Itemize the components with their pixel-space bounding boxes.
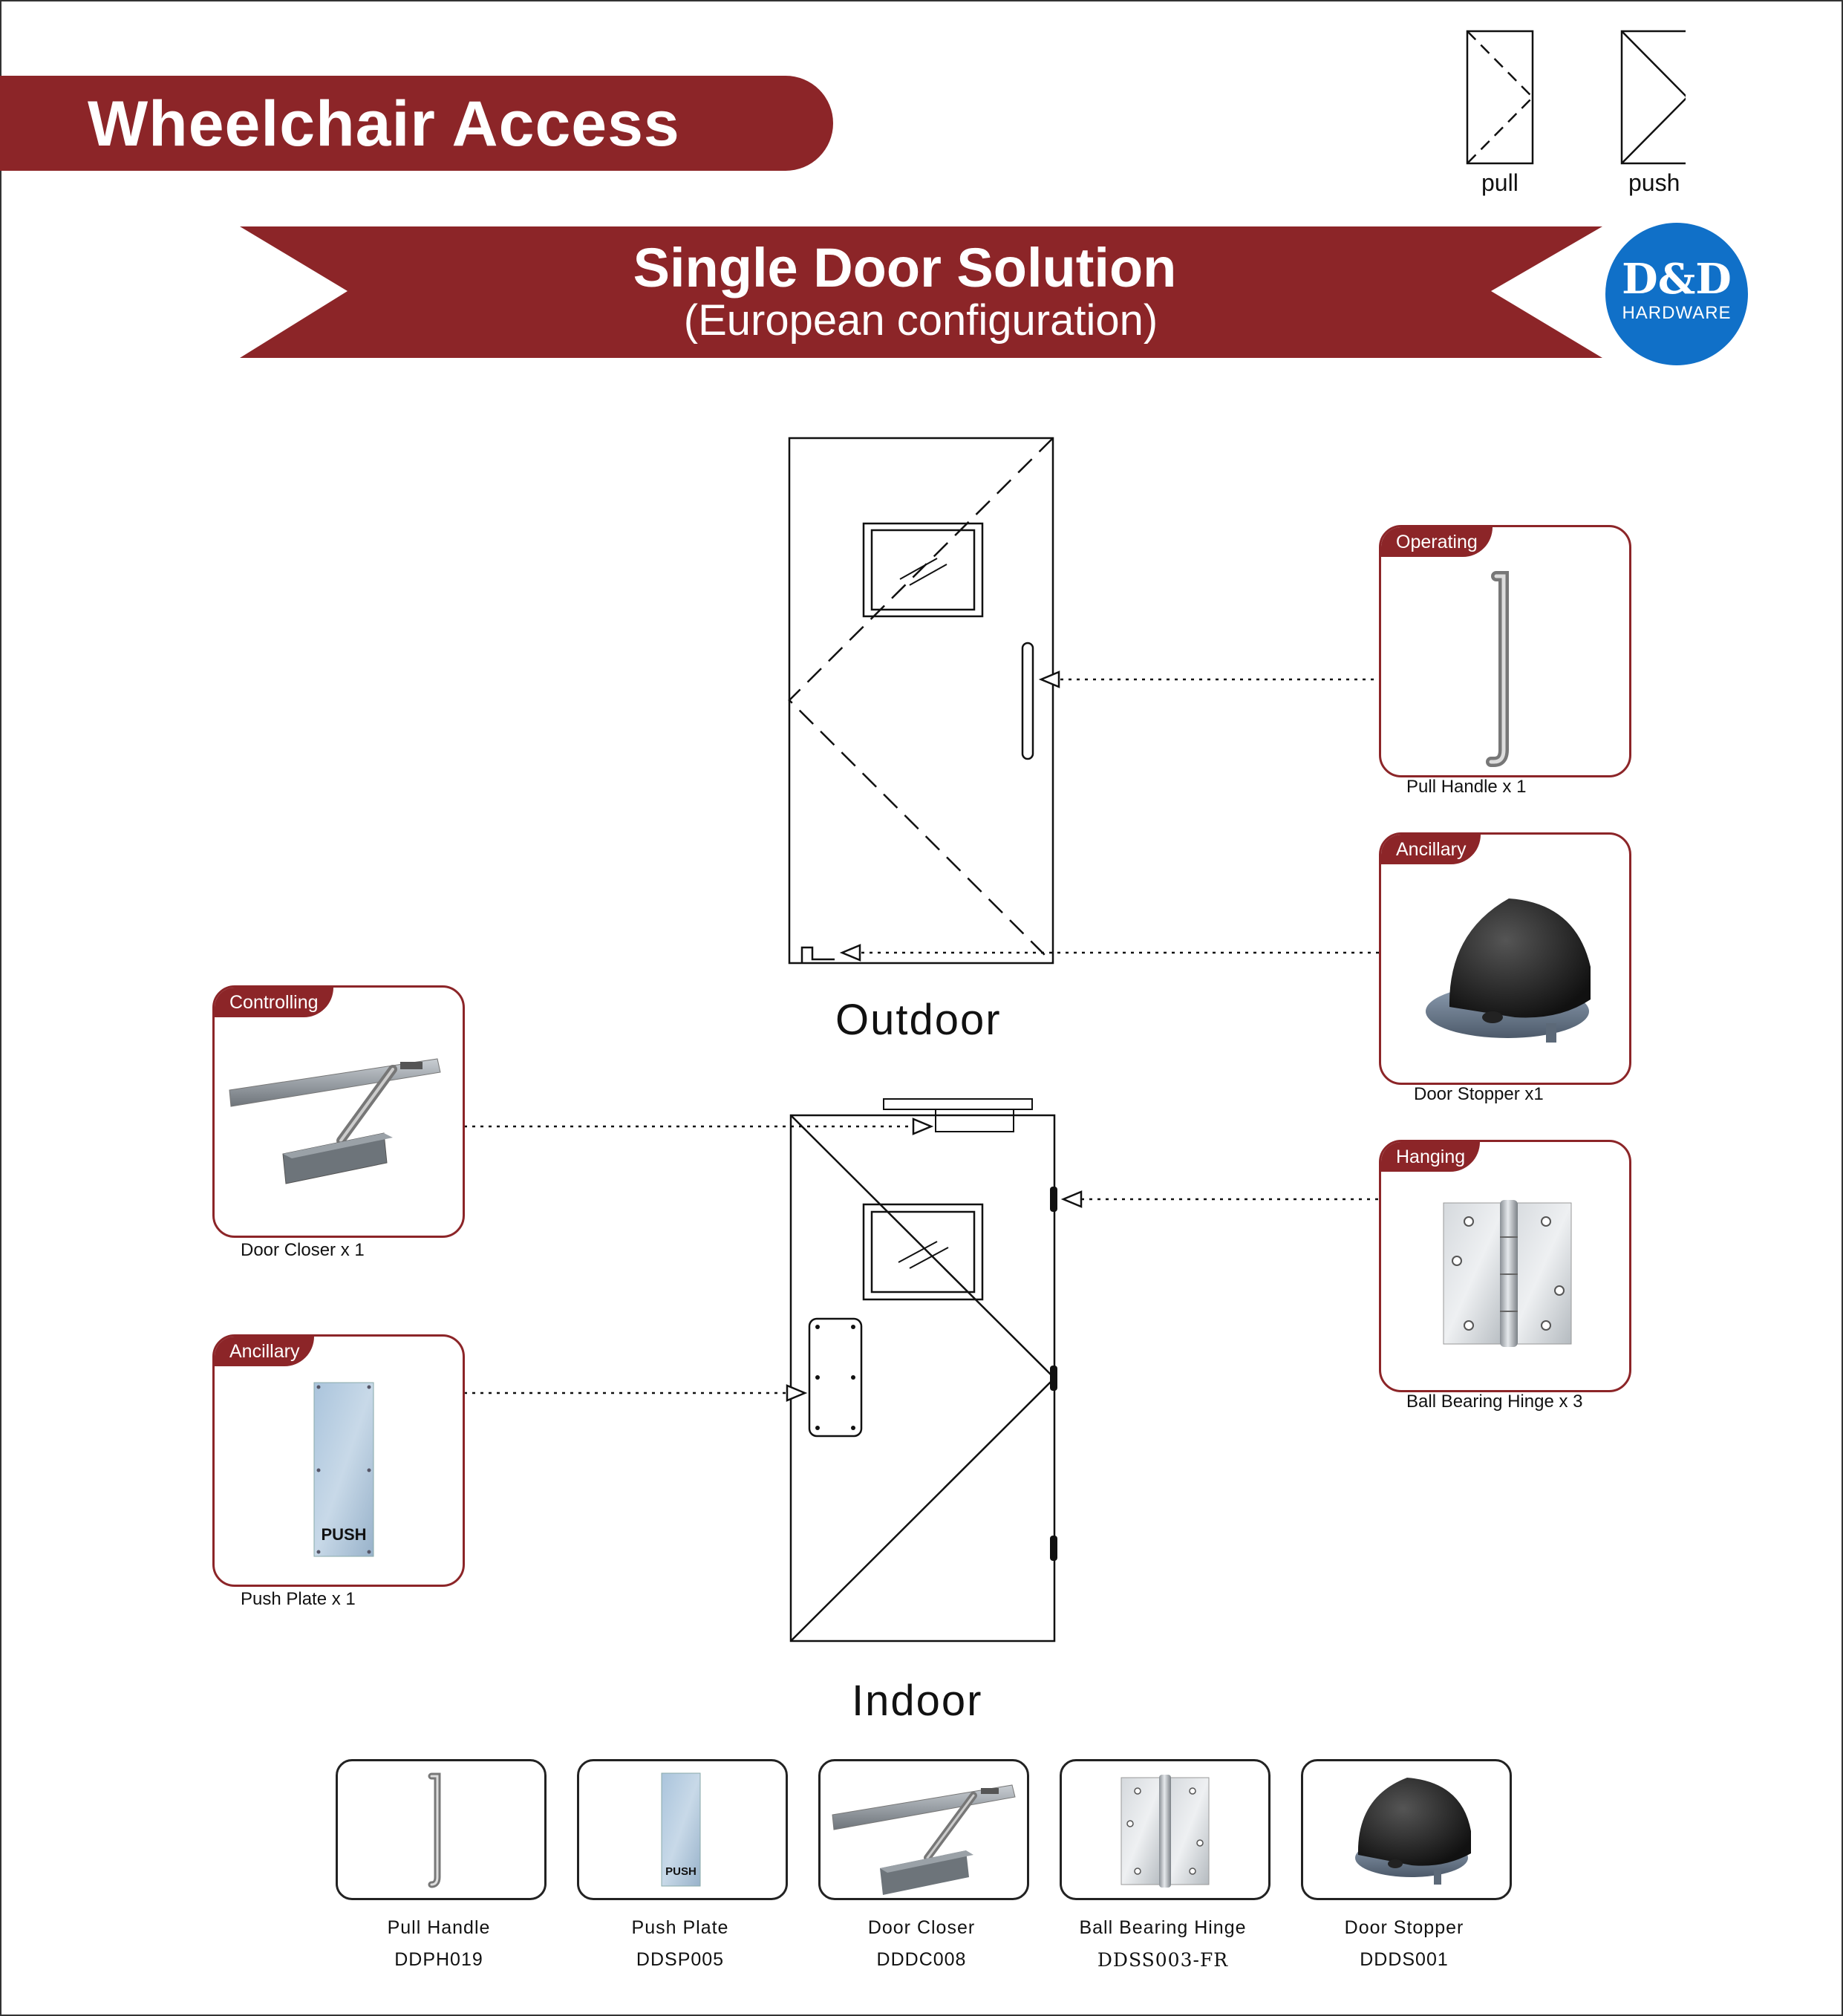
callout-tag: Controlling [215,988,333,1017]
outdoor-label: Outdoor [835,996,1002,1044]
connector-lines [464,671,1379,1402]
push-plate-text: PUSH [321,1525,367,1544]
door-diagram [464,437,1379,1643]
product-thumb-door-closer [818,1759,1029,1900]
push-legend-icon [1620,30,1686,165]
push-plate-icon [313,1382,374,1557]
door-stopper-icon [1355,1778,1471,1885]
solution-ribbon [240,226,1602,358]
product-thumb-pull-handle [336,1759,547,1900]
callout-card-controlling: Controlling [212,985,465,1238]
callout-caption-door-stopper: Door Stopper x1 [1414,1084,1544,1104]
product-name: Door Closer [867,1917,976,1938]
product-code: DDDS001 [1360,1949,1449,1970]
product-name: Push Plate [631,1917,729,1938]
title-banner [0,76,833,171]
product-name: Pull Handle [387,1917,491,1938]
product-thumb-push-plate: PUSH [577,1759,788,1900]
banner-subtitle: (European configuration) [683,296,1158,345]
callout-card-ancillary-plate: Ancillary PUSH [212,1334,465,1587]
door-closer-icon [229,1058,441,1184]
push-plate-icon [661,1772,701,1887]
callout-tag: Ancillary [1381,835,1481,864]
door-stopper-icon [1426,898,1591,1043]
callout-tag: Ancillary [215,1337,315,1366]
callout-caption-hinge: Ball Bearing Hinge x 3 [1406,1392,1583,1412]
callout-caption-pull-handle: Pull Handle x 1 [1406,777,1527,797]
push-legend-label: push [1628,169,1680,196]
logo-subtext: HARDWARE [1622,303,1732,323]
callout-tag: Hanging [1381,1142,1481,1172]
product-name: Door Stopper [1344,1917,1464,1938]
callout-caption-push-plate: Push Plate x 1 [241,1589,356,1609]
pull-legend-icon [1466,30,1534,165]
pull-handle-icon [428,1772,441,1888]
product-thumb-hinge [1060,1759,1270,1900]
banner-title: Single Door Solution [633,237,1177,299]
product-code: DDSP005 [636,1949,725,1970]
pull-handle-icon [1486,571,1509,767]
product-name: Ball Bearing Hinge [1079,1917,1247,1938]
push-plate-text: PUSH [665,1865,697,1878]
product-thumb-door-stopper [1301,1759,1512,1900]
outdoor-door [788,437,1054,965]
swing-legend [1466,30,1686,165]
pull-legend-label: pull [1481,169,1519,196]
callout-card-hanging: Hanging [1379,1140,1631,1392]
callout-card-operating: Operating [1379,525,1631,777]
hinge-icon [1121,1775,1210,1888]
brand-logo: D&D HARDWARE [1605,223,1748,365]
product-code: DDPH019 [394,1949,483,1970]
indoor-door [789,1098,1057,1643]
callout-tag: Operating [1381,527,1493,557]
hinge-icon [1443,1200,1572,1347]
product-code: DDSS003-FR [1097,1949,1229,1971]
indoor-label: Indoor [852,1677,983,1725]
logo-wordmark: D&D [1622,255,1732,304]
callout-caption-door-closer: Door Closer x 1 [241,1240,365,1260]
product-code: DDDC008 [876,1949,967,1970]
callout-card-ancillary-stopper: Ancillary [1379,832,1631,1085]
door-closer-icon [832,1784,1016,1895]
page-title: Wheelchair Access [88,88,680,160]
